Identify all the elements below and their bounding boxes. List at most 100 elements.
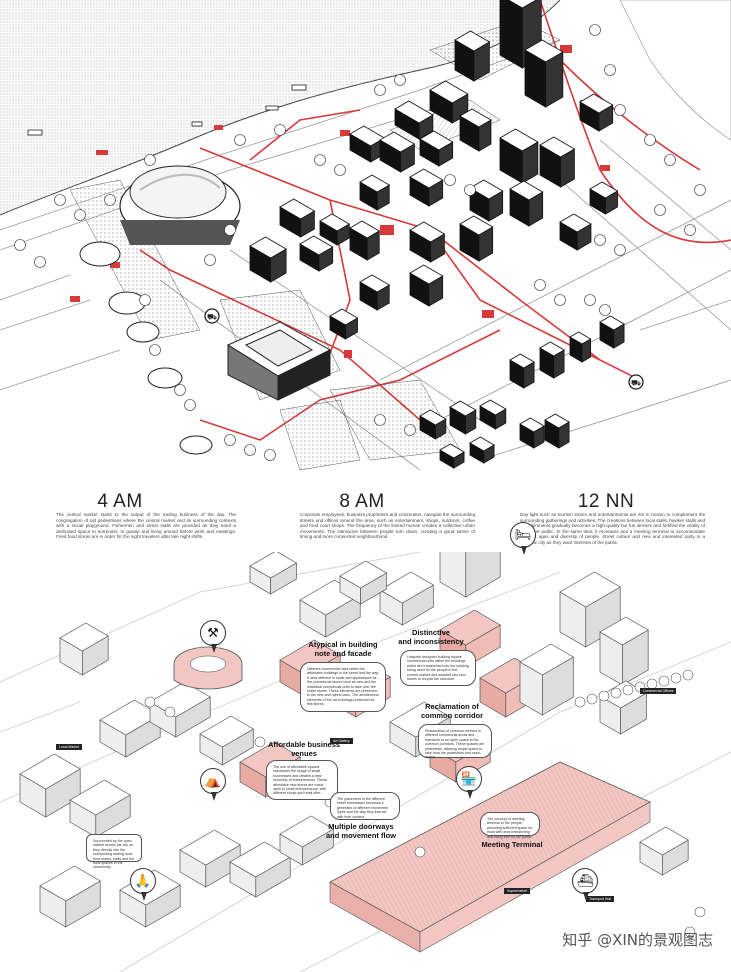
annotation-reclamation: Reclamation of common corridor in differ… bbox=[418, 724, 492, 759]
tag-local-market: Local Market bbox=[56, 744, 83, 750]
building-block bbox=[279, 198, 316, 220]
building-block bbox=[459, 108, 492, 128]
courtyard-building bbox=[226, 321, 332, 401]
tree bbox=[610, 687, 622, 699]
time-label-8am: 8 AM bbox=[339, 491, 385, 512]
tree bbox=[139, 294, 151, 306]
tree bbox=[149, 344, 161, 356]
building-block bbox=[469, 436, 495, 452]
building-block bbox=[379, 131, 416, 153]
building-block bbox=[319, 213, 351, 232]
market-stall-icon: ⛺ bbox=[200, 768, 226, 801]
street-building bbox=[249, 552, 298, 579]
building-block bbox=[569, 331, 592, 345]
time-description-12nn: Day light such as tourism stores and ent… bbox=[520, 512, 705, 545]
street-building bbox=[439, 552, 467, 598]
tree bbox=[314, 154, 326, 166]
round-pavilions bbox=[79, 241, 213, 455]
street-axonometric bbox=[0, 552, 731, 972]
tree bbox=[682, 669, 694, 681]
tree bbox=[14, 239, 26, 251]
building-block bbox=[519, 417, 545, 433]
tree bbox=[144, 154, 156, 166]
building-block bbox=[479, 399, 507, 416]
annotation-affordable: The use of affordable spaces maximizes t… bbox=[266, 760, 338, 800]
street-building bbox=[19, 753, 81, 790]
time-description-4am: The central market starts to the output … bbox=[56, 512, 236, 540]
tree bbox=[374, 84, 386, 96]
time-label-12nn: 12 NN bbox=[577, 491, 635, 512]
prayer-icon: 🙏 bbox=[130, 868, 156, 901]
street-building bbox=[59, 622, 109, 652]
tree bbox=[444, 174, 456, 186]
annotation-distinctive: Uniquely designed building façade commer… bbox=[400, 650, 476, 686]
building-block bbox=[507, 0, 537, 9]
street-building bbox=[439, 609, 501, 646]
building-block bbox=[299, 235, 334, 256]
building-block bbox=[499, 128, 539, 152]
small-note: Surrounded by the open market across the… bbox=[86, 834, 142, 869]
tree bbox=[224, 434, 236, 446]
tree bbox=[464, 184, 476, 196]
tree bbox=[34, 256, 46, 268]
building-block bbox=[509, 180, 544, 201]
tree bbox=[664, 154, 676, 166]
annotation-title-meeting-terminal: Meeting Terminal bbox=[481, 840, 543, 849]
street-building bbox=[559, 571, 621, 608]
tag-commercial-offices: Commercial Offices bbox=[640, 688, 677, 694]
tree bbox=[404, 424, 416, 436]
building-block bbox=[409, 168, 444, 189]
tree bbox=[694, 184, 706, 196]
boats bbox=[27, 84, 307, 136]
street-building bbox=[639, 826, 689, 856]
tree bbox=[586, 693, 598, 705]
building-block bbox=[524, 39, 564, 63]
tree bbox=[670, 672, 682, 684]
tree bbox=[604, 64, 616, 76]
tag-supermarket: Supermarket bbox=[504, 888, 531, 894]
building-block bbox=[439, 443, 465, 459]
street-building bbox=[239, 741, 301, 778]
building-block bbox=[409, 264, 444, 285]
building-block bbox=[459, 215, 494, 236]
tree bbox=[144, 696, 156, 708]
building-block bbox=[544, 413, 570, 429]
storefront-icon: 🏪 bbox=[456, 766, 482, 799]
street-building bbox=[179, 829, 241, 866]
svg-text:⛟: ⛟ bbox=[631, 379, 641, 388]
building-block bbox=[539, 341, 565, 357]
building-block bbox=[409, 221, 446, 243]
street-building bbox=[519, 643, 575, 676]
ferry-icon: ⛴ bbox=[572, 868, 598, 901]
annotation-multiple-doorways: The placement of the different street bu… bbox=[330, 792, 400, 820]
tree bbox=[614, 104, 626, 116]
tree bbox=[589, 24, 601, 36]
tree bbox=[614, 244, 626, 256]
tree bbox=[684, 224, 696, 236]
building-block bbox=[249, 236, 287, 259]
tree bbox=[204, 254, 216, 266]
tree bbox=[684, 926, 696, 938]
tree bbox=[184, 399, 196, 411]
tag-art-gallery: Art Gallery bbox=[330, 738, 353, 744]
street-trees bbox=[144, 669, 706, 938]
annotation-atypical: Different commercial uses within the aff… bbox=[300, 662, 386, 712]
building-block bbox=[359, 274, 391, 293]
tree bbox=[584, 294, 596, 306]
tree bbox=[254, 736, 266, 748]
building-block bbox=[429, 80, 469, 104]
tree bbox=[244, 444, 256, 456]
street-building bbox=[199, 715, 255, 748]
annotation-meeting-terminal: The concept of meeting terminal to the p… bbox=[480, 812, 540, 839]
trees bbox=[14, 24, 706, 461]
river bbox=[0, 0, 560, 215]
building-block bbox=[539, 136, 576, 158]
building-block bbox=[419, 409, 447, 426]
building-block bbox=[329, 308, 359, 326]
tree bbox=[594, 234, 606, 246]
tree bbox=[622, 684, 634, 696]
